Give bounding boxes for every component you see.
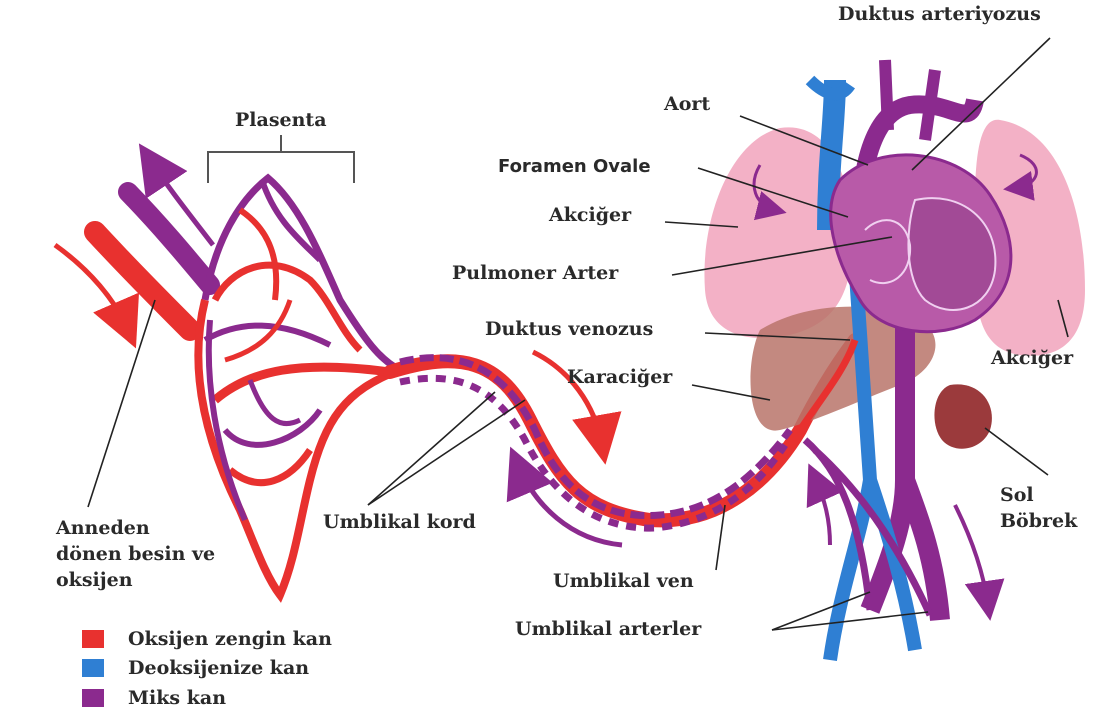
- label-aort: Aort: [664, 95, 710, 114]
- label-pulmoner-arter: Pulmoner Arter: [452, 264, 618, 283]
- label-sol-bobrek-line2: Böbrek: [1000, 508, 1077, 534]
- label-akciger-right: Akciğer: [991, 349, 1073, 368]
- label-duktus-arteriyozus: Duktus arteriyozus: [838, 5, 1041, 24]
- arrow-fetus-up: [815, 478, 830, 545]
- legend-swatch: [82, 630, 104, 648]
- label-umblikal-arterler: Umblikal arterler: [515, 620, 701, 639]
- label-umblikal-ven: Umblikal ven: [553, 572, 694, 591]
- label-anneden-line1: Anneden: [56, 515, 215, 541]
- legend-label: Deoksijenize kan: [128, 657, 309, 679]
- label-foramen-ovale: Foramen Ovale: [498, 158, 651, 176]
- arrow-fetus-down: [955, 505, 988, 605]
- legend-item-mixed: Miks kan: [82, 687, 226, 709]
- legend-swatch: [82, 659, 104, 677]
- label-plasenta: Plasenta: [235, 111, 327, 130]
- legend-item-deoxygenated: Deoksijenize kan: [82, 657, 309, 679]
- label-anneden: Anneden dönen besin ve oksijen: [56, 515, 215, 593]
- label-umblikal-kord: Umblikal kord: [323, 513, 476, 532]
- placenta-bracket: [208, 135, 354, 183]
- label-anneden-line3: oksijen: [56, 567, 215, 593]
- label-akciger-left: Akciğer: [549, 206, 631, 225]
- label-anneden-line2: dönen besin ve: [56, 541, 215, 567]
- legend-label: Miks kan: [128, 687, 226, 709]
- legend-swatch: [82, 689, 104, 707]
- label-karaciger: Karaciğer: [567, 368, 672, 387]
- left-kidney: [934, 384, 991, 448]
- label-sol-bobrek: Sol Böbrek: [1000, 482, 1077, 534]
- label-sol-bobrek-line1: Sol: [1000, 482, 1077, 508]
- label-duktus-venozus: Duktus venozus: [485, 320, 653, 339]
- legend-label: Oksijen zengin kan: [128, 628, 332, 650]
- legend-item-oxygen-rich: Oksijen zengin kan: [82, 628, 332, 650]
